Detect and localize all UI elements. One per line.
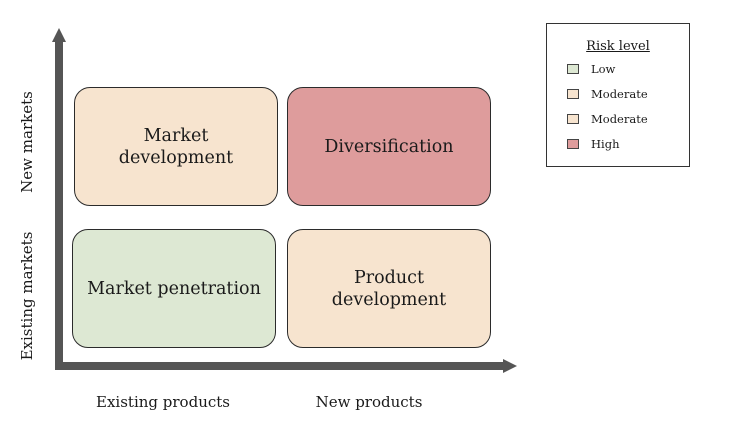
x-label-new-products: New products — [315, 393, 423, 411]
legend-item-low: Low — [567, 62, 615, 76]
quadrant-label: Market development — [118, 125, 234, 168]
legend-item-moderate: Moderate — [567, 112, 648, 126]
quadrant-label: Diversification — [324, 136, 454, 157]
quadrant-diversification: Diversification — [287, 87, 491, 206]
x-label-existing-products: Existing products — [96, 393, 230, 411]
legend-title: Risk level — [586, 39, 650, 54]
quadrant-market-development: Market development — [74, 87, 278, 206]
legend-swatch — [567, 114, 579, 124]
quadrant-product-development: Product development — [287, 229, 491, 348]
legend-swatch — [567, 64, 579, 74]
legend-item-moderate: Moderate — [567, 87, 648, 101]
quadrant-market-penetration: Market penetration — [72, 229, 276, 348]
y-label-new-markets: New markets — [18, 91, 36, 193]
x-axis-arrowhead — [503, 359, 517, 373]
legend-swatch — [567, 89, 579, 99]
legend-item-high: High — [567, 137, 619, 151]
quadrant-label: Market penetration — [87, 278, 261, 299]
legend-label: Moderate — [591, 87, 648, 101]
y-axis-arrowhead — [52, 28, 66, 42]
quadrant-label: Product development — [331, 267, 447, 310]
legend-label: High — [591, 137, 620, 151]
legend: Risk level Low Moderate Moderate High — [546, 23, 690, 167]
y-label-existing-markets: Existing markets — [18, 231, 36, 361]
legend-label: Low — [591, 62, 616, 76]
legend-swatch — [567, 139, 579, 149]
legend-label: Moderate — [591, 112, 648, 126]
